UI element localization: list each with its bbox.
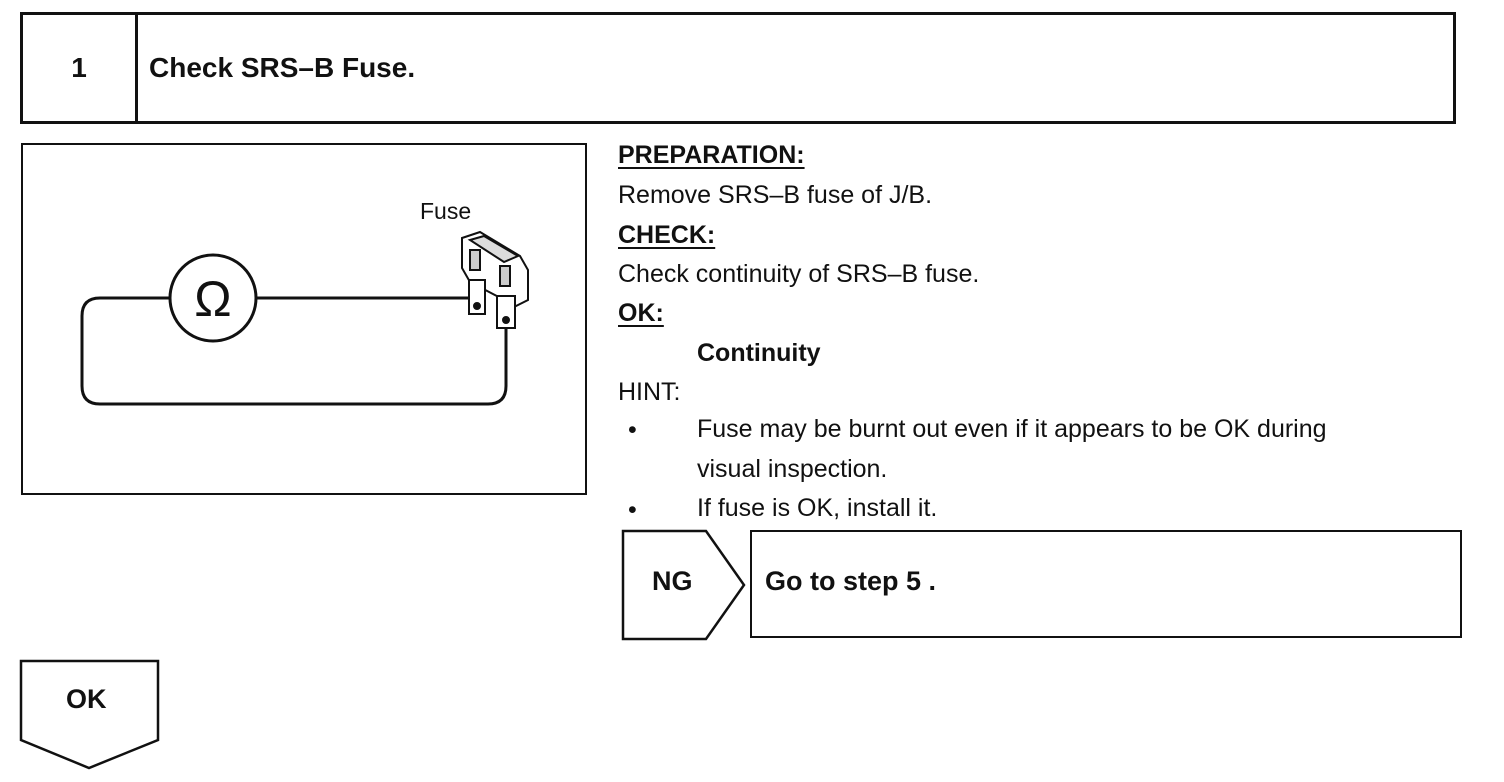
blade-fuse-icon xyxy=(461,230,529,329)
ng-action-text: Go to step 5 . xyxy=(765,566,937,596)
ok-arrow-icon xyxy=(19,659,160,770)
ng-action-box xyxy=(750,530,1462,638)
ng-arrow-icon xyxy=(621,529,746,641)
circuit-diagram: Ω xyxy=(80,230,529,406)
hint-2-line-1: If fuse is OK, install it. xyxy=(697,494,938,522)
ok-label: OK xyxy=(66,684,107,714)
preparation-heading: PREPARATION: xyxy=(618,141,805,169)
illustration-box xyxy=(21,143,587,495)
step-header: 1 Check SRS–B Fuse. xyxy=(20,12,1456,124)
ohmmeter-icon: Ω xyxy=(168,253,258,343)
check-heading: CHECK: xyxy=(618,221,716,249)
hint-heading: HINT: xyxy=(618,378,681,406)
step-title: Check SRS–B Fuse. xyxy=(149,52,416,83)
ok-value: Continuity xyxy=(697,339,821,367)
hint-bullet: • xyxy=(628,416,637,444)
ohm-symbol: Ω xyxy=(194,271,231,327)
ng-label: NG xyxy=(652,566,693,596)
hint-1-line-1: Fuse may be burnt out even if it appears… xyxy=(697,415,1327,443)
hint-bullet: • xyxy=(628,496,637,524)
step-number: 1 xyxy=(23,15,138,121)
circuit-wire xyxy=(80,296,508,406)
check-text: Check continuity of SRS–B fuse. xyxy=(618,260,980,288)
ok-heading: OK: xyxy=(618,299,664,327)
fuse-label: Fuse xyxy=(420,198,472,224)
hint-1-line-2: visual inspection. xyxy=(697,455,888,483)
preparation-text: Remove SRS–B fuse of J/B. xyxy=(618,181,933,209)
